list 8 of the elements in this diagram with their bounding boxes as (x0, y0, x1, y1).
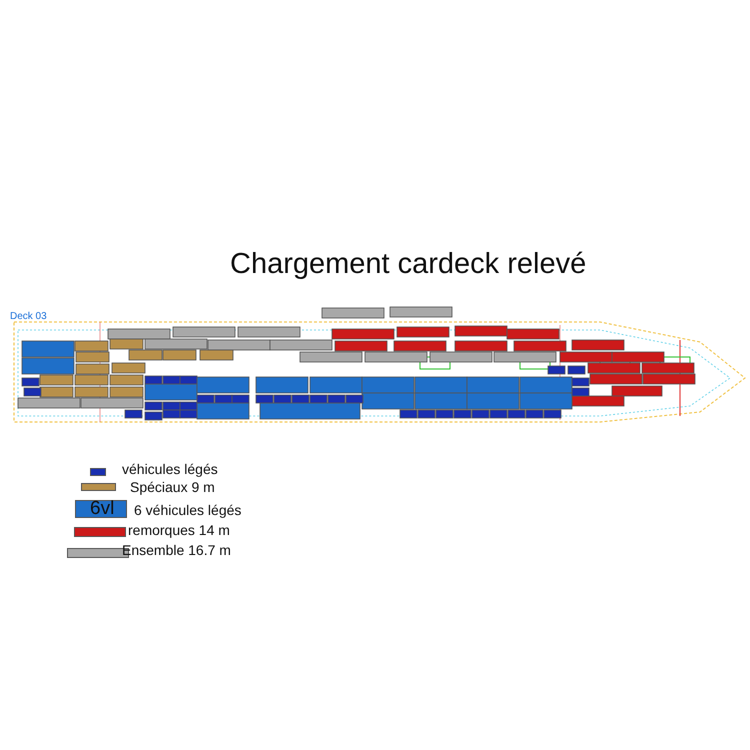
deck-label: Deck 03 (10, 311, 47, 322)
legend-text: Ensemble 16.7 m (122, 542, 231, 558)
legend-text: 6 véhicules légés (134, 502, 242, 518)
legend-text: véhicules légés (122, 461, 218, 477)
legend-text: Spéciaux 9 m (130, 479, 215, 495)
swatch-label: 6vl (90, 498, 114, 520)
diagram-title: Chargement cardeck relevé (230, 248, 586, 281)
legend-text: remorques 14 m (128, 522, 230, 538)
